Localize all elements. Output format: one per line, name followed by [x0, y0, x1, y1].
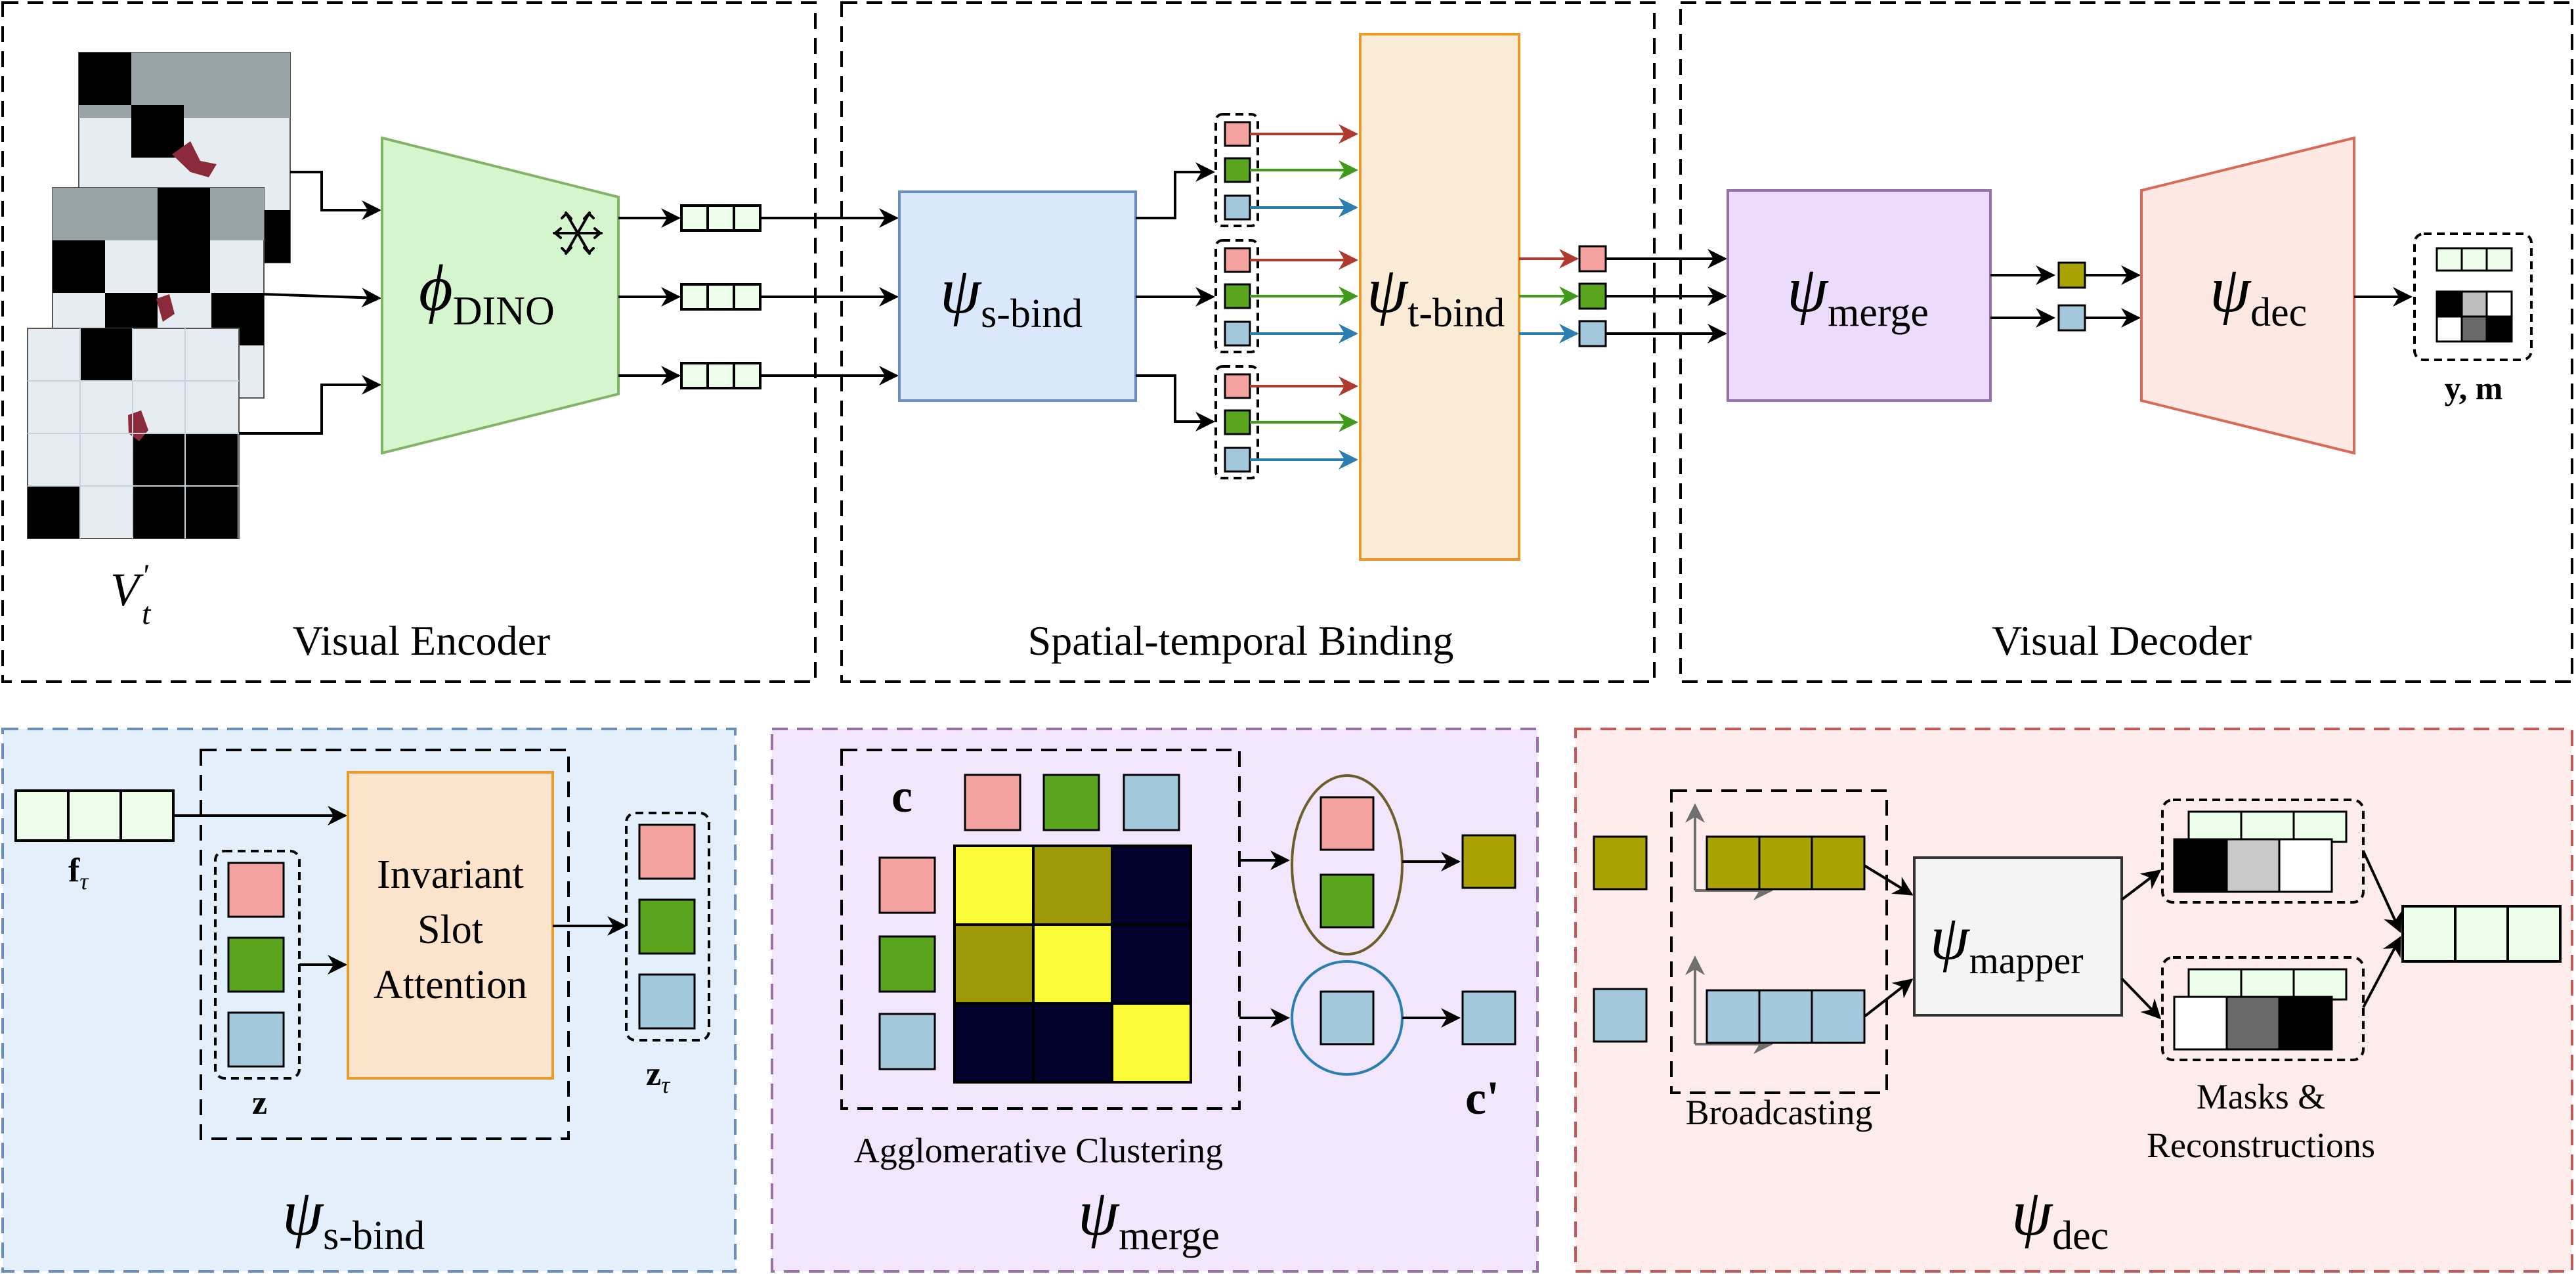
feature-vector: [680, 283, 762, 311]
c-prime-label: c': [1465, 1072, 1499, 1124]
isa-box: [347, 771, 554, 1080]
merge-symbol: ψmerge: [1787, 253, 1929, 335]
z-label: z: [252, 1084, 267, 1122]
top-section-frames: [1, 1, 2573, 683]
input-label: Vt': [110, 558, 152, 631]
decoder-frame: [1679, 1, 2573, 683]
video-frame-3: [27, 328, 240, 539]
encoder-symbol: ϕDINO: [419, 252, 555, 334]
decoder-section-label: Visual Decoder: [1992, 617, 2252, 664]
masks-label-line-1: Masks &: [2197, 1077, 2326, 1116]
masks-label-line-2: Reconstructions: [2147, 1126, 2375, 1165]
broadcast-frame: [1670, 789, 1888, 1094]
feature-vector: [680, 362, 762, 389]
input-frames: [27, 52, 291, 539]
merge-box: [1727, 189, 1992, 402]
snowflake-icon: [553, 211, 603, 255]
encoder-frame: [1, 1, 817, 683]
tbind-slot-blue: [1578, 320, 1607, 347]
broadcast-label: Broadcasting: [1686, 1093, 1873, 1132]
cluster-1: [1291, 774, 1404, 956]
feature-vector: [680, 204, 762, 232]
output-mask-grid: [2436, 290, 2513, 343]
isa-line-2: Slot: [418, 908, 483, 952]
encoder-section-label: Visual Encoder: [293, 617, 550, 664]
isa-line-3: Attention: [374, 963, 527, 1007]
dec-input-blue: [1593, 988, 1648, 1043]
tbind-outputs: [1519, 245, 1727, 347]
broadcast-axes: [1685, 803, 1773, 1054]
mask-recon-2: [2161, 956, 2365, 1061]
z-tau-slots: [625, 812, 710, 1042]
merged-slot-blue: [2057, 304, 2086, 332]
decoder-symbol: ψdec: [2210, 253, 2307, 335]
sbind-symbol: ψs-bind: [940, 254, 1083, 336]
binding-section-label: Spatial-temporal Binding: [1028, 617, 1454, 664]
slot-group-3: [1214, 365, 1259, 479]
broadcast-olive-vector: [1706, 835, 1866, 890]
mapper-symbol: ψmapper: [1930, 902, 2084, 982]
c-prime-blue: [1461, 990, 1516, 1045]
f-tau-vector: [14, 789, 175, 842]
merge-outputs: [1990, 261, 2141, 332]
mask-recon-1: [2161, 799, 2365, 904]
dec-input-olive: [1593, 835, 1648, 890]
final-output-vector: [2401, 905, 2562, 963]
output-label: y, m: [2445, 370, 2503, 406]
mapper-box: [1913, 856, 2123, 1017]
c-column-slots: [964, 774, 1180, 831]
encoder-features: [618, 204, 899, 389]
sbind-output-arrows: [1136, 162, 1215, 431]
merged-slot-olive: [2057, 261, 2086, 289]
tbind-symbol: ψt-bind: [1367, 253, 1505, 336]
encoder-trapezoid: [381, 136, 620, 455]
c-row-slots: [878, 856, 936, 1070]
output-features: [2436, 247, 2513, 272]
z-tau-label: zτ: [646, 1055, 670, 1098]
f-tau-label: fτ: [68, 852, 89, 894]
panel-merge-title: ψmerge: [1078, 1176, 1220, 1258]
decoder-output: [2413, 232, 2533, 361]
tbind-slot-red: [1578, 245, 1607, 273]
sbind-inner-frame: [200, 749, 570, 1140]
slot-group-2: [1214, 239, 1259, 353]
merge-inner-frame: [840, 749, 1241, 1110]
broadcast-blue-vector: [1706, 989, 1866, 1044]
slot-to-tbind-arrows: [1250, 124, 1358, 470]
panel-sbind-title: ψs-bind: [282, 1176, 425, 1258]
binding-frame: [840, 1, 1656, 683]
c-label: c: [891, 770, 912, 822]
decoder-trapezoid: [2140, 136, 2355, 455]
c-prime-olive: [1461, 834, 1516, 889]
input-arrows: [239, 171, 381, 435]
clustering-caption: Agglomerative Clustering: [854, 1131, 1223, 1170]
tbind-slot-green: [1578, 282, 1607, 310]
isa-line-1: Invariant: [377, 852, 524, 897]
similarity-heatmap: [953, 845, 1192, 1084]
panel-dec-title: ψdec: [2011, 1176, 2109, 1258]
tbind-box: [1359, 33, 1520, 561]
